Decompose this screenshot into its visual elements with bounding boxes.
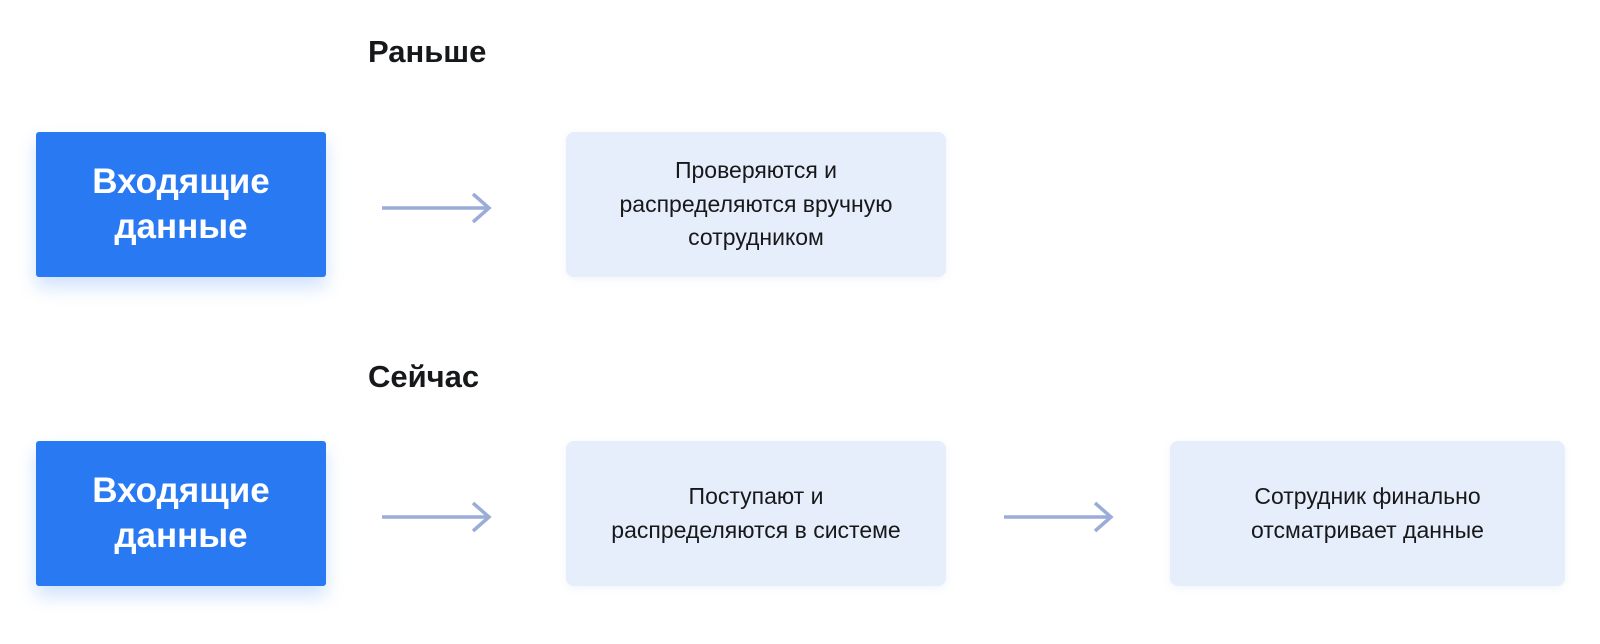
node-incoming-data-before: Входящие данные: [36, 132, 326, 277]
flow-arrow-before: [382, 192, 492, 224]
node-manual-processing: Проверяются и распределяются вручную сот…: [566, 132, 946, 277]
section-heading-before: Раньше: [368, 34, 487, 69]
flow-arrow-now-2: [1004, 501, 1114, 533]
flow-arrow-now-1: [382, 501, 492, 533]
node-system-processing: Поступают и распределяются в системе: [566, 441, 946, 586]
section-heading-now: Сейчас: [368, 359, 480, 394]
node-incoming-data-now: Входящие данные: [36, 441, 326, 586]
node-final-review: Сотрудник финально отсматривает данные: [1170, 441, 1565, 586]
